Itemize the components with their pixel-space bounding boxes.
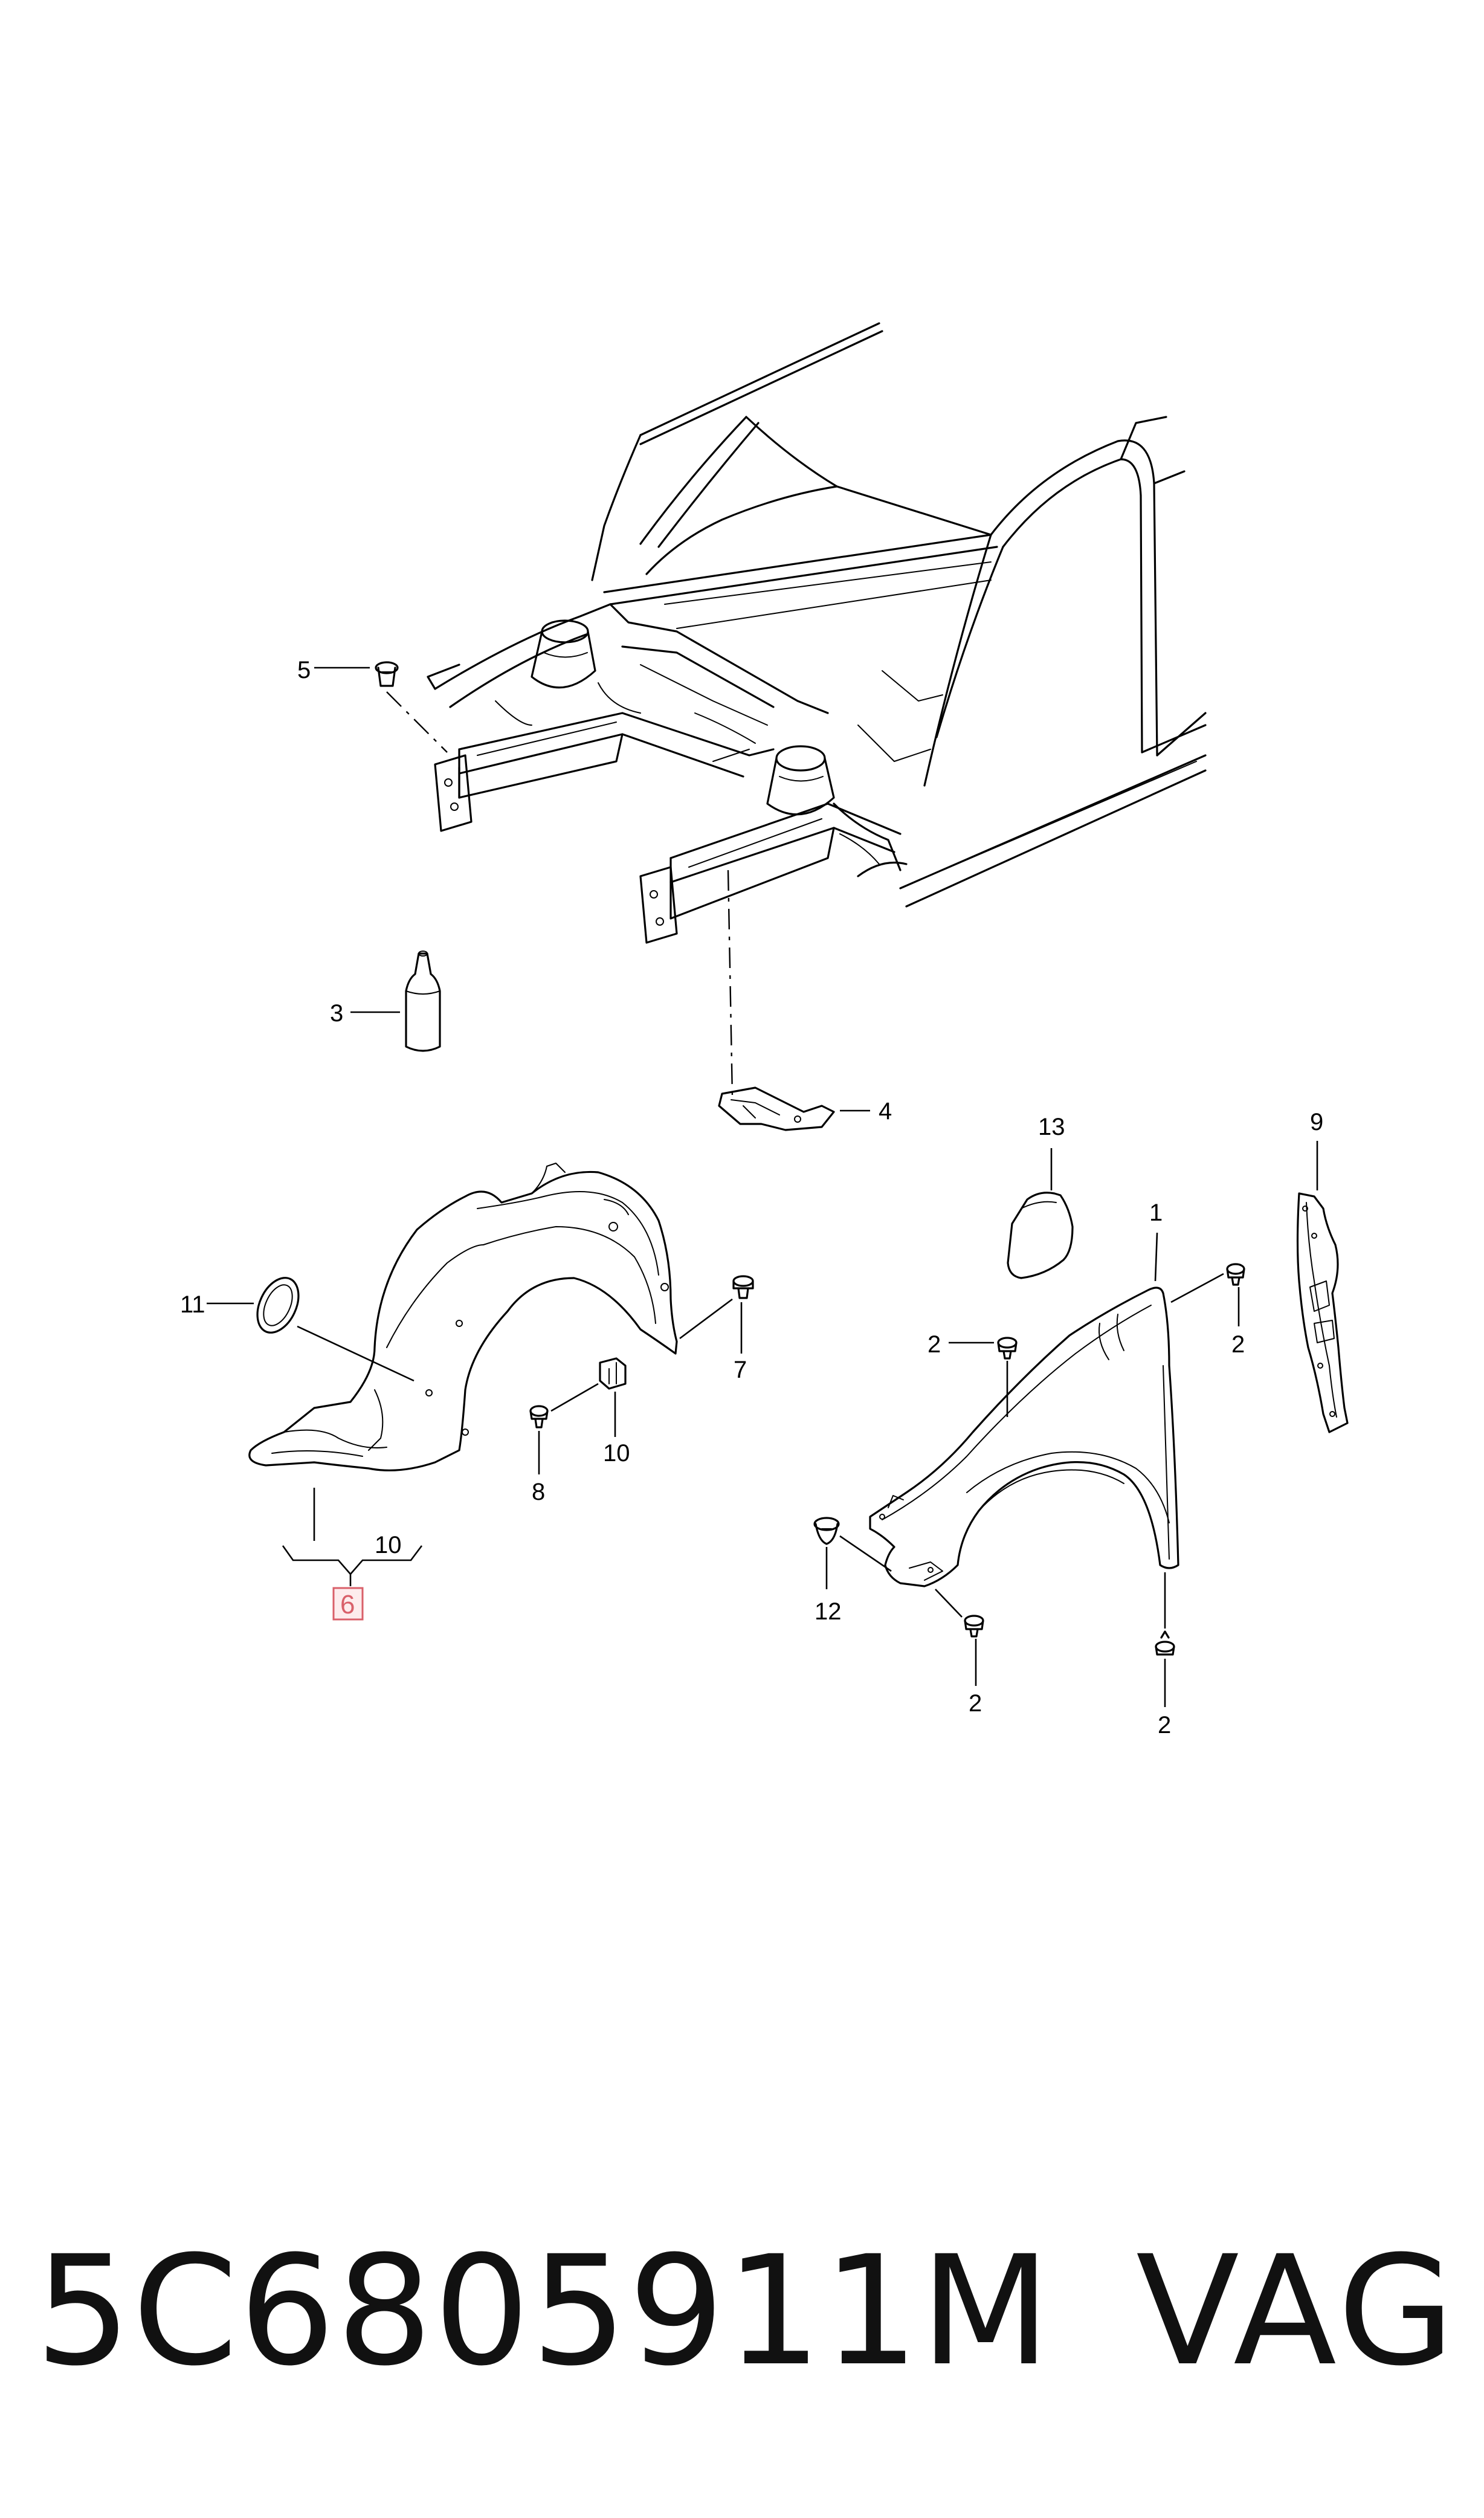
highlighted-part-6: 6 xyxy=(332,1587,364,1621)
leader-1 xyxy=(1154,1232,1158,1282)
callout-6: 6 xyxy=(340,1590,355,1619)
callout-10-b: 10 xyxy=(375,1532,402,1558)
wheel-arch-liner-6 xyxy=(248,1163,678,1471)
sealant-tube-3 xyxy=(405,951,441,1052)
screw-2-lower-right xyxy=(1155,1630,1175,1656)
callout-8: 8 xyxy=(532,1479,545,1505)
screw-8 xyxy=(529,1405,549,1428)
callout-2-c: 2 xyxy=(969,1690,982,1717)
leader-line-5 xyxy=(386,691,448,753)
grommet-11 xyxy=(256,1277,300,1334)
callout-5: 5 xyxy=(297,657,311,683)
bolt-7 xyxy=(732,1275,754,1299)
callout-4: 4 xyxy=(879,1098,892,1125)
fender-1 xyxy=(869,1286,1179,1587)
leader-8-liner xyxy=(550,1383,599,1412)
sound-pad-13 xyxy=(1007,1192,1074,1279)
support-bracket-9 xyxy=(1296,1192,1349,1433)
part-number: 5C6805911M xyxy=(35,2223,1052,2399)
leader-12-fender xyxy=(839,1535,892,1572)
leader-11-liner xyxy=(297,1325,415,1382)
clip-nut-10 xyxy=(599,1357,627,1390)
callout-11: 11 xyxy=(180,1291,205,1318)
leader-line-4 xyxy=(727,870,734,1097)
callout-2-b: 2 xyxy=(928,1331,941,1358)
leader-2-upper-right-a xyxy=(1170,1273,1224,1303)
screw-2-lower-middle xyxy=(964,1615,984,1638)
leader-2-lower-middle-a xyxy=(935,1589,963,1618)
callout-9: 9 xyxy=(1310,1109,1323,1135)
callout-13: 13 xyxy=(1038,1114,1065,1140)
clip-5 xyxy=(375,661,399,687)
brand-label: VAG xyxy=(1136,2223,1459,2399)
callout-2-d: 2 xyxy=(1158,1712,1171,1738)
car-body-shell xyxy=(427,322,1207,944)
callout-2-a: 2 xyxy=(1231,1331,1245,1358)
callout-7: 7 xyxy=(734,1357,747,1383)
clip-12 xyxy=(813,1517,840,1545)
screw-2-upper-left xyxy=(997,1337,1018,1360)
bracket-4 xyxy=(718,1086,835,1131)
callout-12: 12 xyxy=(815,1598,842,1625)
group-bracket xyxy=(282,1488,423,1575)
callout-3: 3 xyxy=(330,1000,343,1027)
leader-7-liner xyxy=(679,1298,733,1340)
screw-2-upper-right xyxy=(1226,1263,1245,1286)
callout-10-a: 10 xyxy=(603,1440,630,1467)
callout-1: 1 xyxy=(1149,1199,1163,1226)
